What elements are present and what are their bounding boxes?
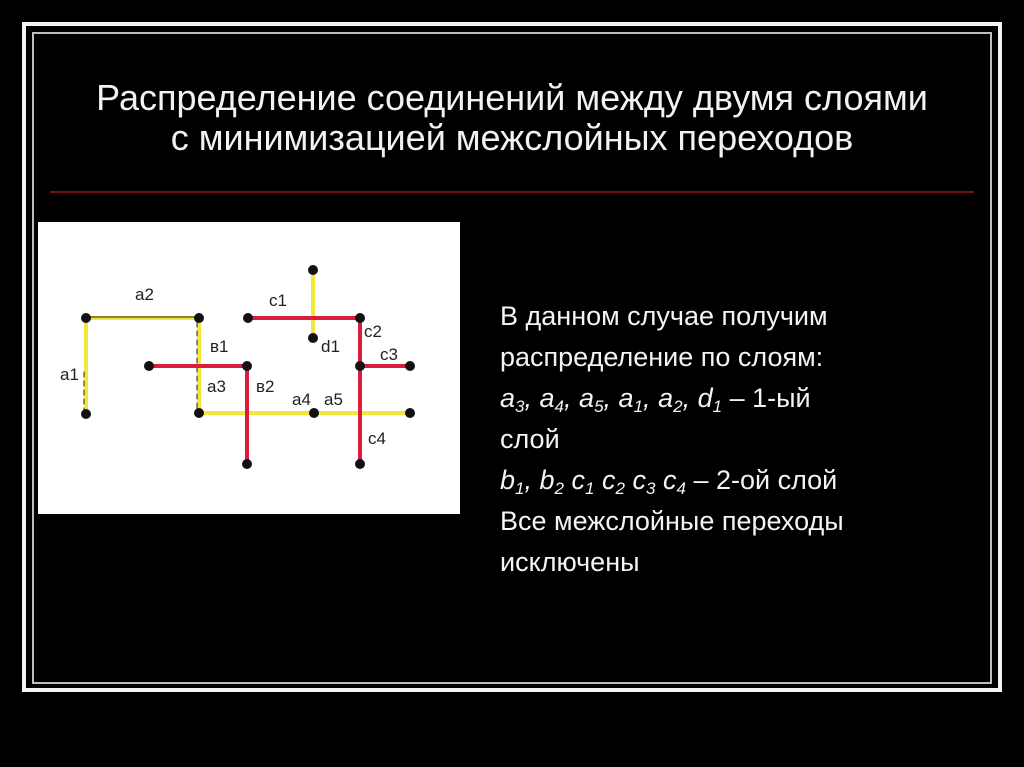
pin [194,408,204,418]
conclusion-line-1: Все межслойные переходы [500,506,844,536]
term: d [697,383,713,413]
title-line-2: с минимизацией межслойных переходов [170,117,854,158]
label-a3: a3 [207,377,226,396]
slide-title: Распределение соединений между двумя сло… [40,78,984,158]
title-line-1: Распределение соединений между двумя сло… [96,77,928,118]
pin [242,459,252,469]
label-c4: c4 [368,429,386,448]
term: a [618,383,634,413]
text-line-1: В данном случае получим [500,301,828,331]
pin [309,408,319,418]
pin [81,409,91,419]
text-line-2: распределение по слоям: [500,342,824,372]
label-a5: a5 [324,390,343,409]
pin [308,265,318,275]
title-divider [50,191,974,193]
label-c3: c3 [380,345,398,364]
term: b [539,465,555,495]
term: a [658,383,674,413]
pin [243,313,253,323]
pin [405,408,415,418]
pin [144,361,154,371]
label-a4: a4 [292,390,311,409]
layer2-list: b1, b2 c1 c2 c3 c4 – 2-ой слой [500,465,838,498]
slide-outer-frame [22,22,1002,692]
term: a [500,383,516,413]
conclusion-line-2: исключены [500,547,640,577]
pin [355,459,365,469]
layer-assignment-text: В данном случае получим распределение по… [500,296,970,583]
label-a1: a1 [60,365,79,384]
label-d1: d1 [321,337,340,356]
routing-diagram: a2 a1 в1 a3 в2 c1 d1 c2 c3 a4 a5 c4 [38,222,460,514]
term: c [632,465,647,495]
term: b [500,465,516,495]
pin [405,361,415,371]
term: c [571,465,586,495]
pin [355,313,365,323]
pin [355,361,365,371]
pin [242,361,252,371]
layer2-suffix: – 2-ой слой [685,465,838,495]
layer1-suffix-2: слой [500,424,560,454]
term: a [579,383,595,413]
label-c2: c2 [364,322,382,341]
slide-inner-frame [32,32,992,684]
term: a [539,383,555,413]
label-b1: в1 [210,337,229,356]
term: c [662,465,677,495]
pin [308,333,318,343]
pin [81,313,91,323]
term: c [602,465,616,495]
layer1-list: a3, a4, a5, a1, a2, d1 – 1-ый [500,383,811,416]
layer1-suffix: – 1-ый [722,383,811,413]
label-b2: в2 [256,377,275,396]
label-a2: a2 [135,285,154,304]
label-c1: c1 [269,291,287,310]
pin [194,313,204,323]
